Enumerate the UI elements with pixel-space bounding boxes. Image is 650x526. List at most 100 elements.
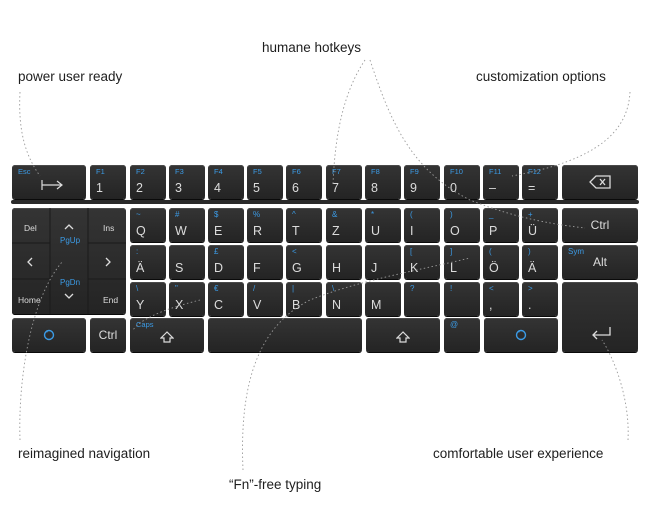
key-row4-4-main-label: B [292, 298, 301, 312]
key-row4-7-secondary-label: ? [410, 284, 415, 293]
key-row2-0[interactable]: ~Q [130, 208, 166, 242]
key-row2-10-main-label: Ü [528, 224, 538, 238]
key-row3-0-main-label: Ä [136, 261, 145, 275]
leader-customization [511, 91, 631, 177]
key-row2-3[interactable]: %R [247, 208, 283, 242]
key-row3-6[interactable]: J [365, 245, 401, 279]
key-row4-3-main-label: V [253, 298, 262, 312]
key-row3-4-main-label: G [292, 261, 302, 275]
key-row4-0-secondary-label: \ [136, 284, 139, 293]
key-row3-4[interactable]: <G [286, 245, 322, 279]
key-esc-fn-label: Esc [18, 167, 31, 176]
key-row4-0[interactable]: \Y [130, 282, 166, 316]
key-row2-2[interactable]: $E [208, 208, 244, 242]
key-row3-7[interactable]: [K [404, 245, 440, 279]
key-row4-1-secondary-label: " [175, 284, 178, 293]
key-row2-9[interactable]: _P [483, 208, 519, 242]
key-row3-10[interactable]: )Ä [522, 245, 558, 279]
key-row2-7-main-label: I [410, 224, 414, 238]
key-row4-6[interactable]: M [365, 282, 401, 316]
shift-left-key[interactable]: Caps [130, 318, 204, 352]
key-row3-10-secondary-label: ) [528, 247, 531, 256]
space-key[interactable] [208, 318, 362, 352]
key-row4-10[interactable]: >. [522, 282, 558, 316]
ctrl-left-key[interactable]: Ctrl [90, 318, 126, 352]
arrow-right-icon[interactable] [102, 256, 114, 268]
key-row3-7-main-label: K [410, 261, 419, 275]
key-f8-fn-label: F8 [371, 167, 380, 176]
key-row2-6-main-label: U [371, 224, 381, 238]
nav-dividers [12, 208, 126, 314]
key-f7-main-label: 7 [332, 181, 339, 195]
enter-icon [592, 327, 611, 340]
key-row3-5-main-label: H [332, 261, 342, 275]
key-row2-4[interactable]: ^T [286, 208, 322, 242]
key-row2-6[interactable]: *U [365, 208, 401, 242]
key-row4-4[interactable]: |B [286, 282, 322, 316]
key-row4-6-main-label: M [371, 298, 382, 312]
key-row3-5[interactable]: H [326, 245, 362, 279]
enter-key[interactable] [562, 282, 638, 352]
key-row4-10-secondary-label: > [528, 284, 533, 293]
arrow-up-icon[interactable] [63, 221, 75, 233]
key-row4-2[interactable]: €C [208, 282, 244, 316]
key-row2-7-secondary-label: ( [410, 210, 413, 219]
key-row3-2[interactable]: £D [208, 245, 244, 279]
key-row2-5[interactable]: &Z [326, 208, 362, 242]
key-row4-2-secondary-label: € [214, 284, 219, 293]
backspace-key[interactable] [562, 165, 638, 199]
key-row4-7[interactable]: ? [404, 282, 440, 316]
key-row2-8[interactable]: )O [444, 208, 480, 242]
key-row3-2-secondary-label: £ [214, 247, 219, 256]
key-row4-9-main-label: , [489, 298, 493, 312]
arrow-down-icon[interactable] [63, 290, 75, 302]
key-row2-1[interactable]: #W [169, 208, 205, 242]
key-f12-main-label: = [528, 181, 536, 195]
launcher-right-key[interactable] [484, 318, 558, 352]
alt-key[interactable]: Sym Alt [562, 245, 638, 279]
key-row2-5-secondary-label: & [332, 210, 338, 219]
shift-right-key[interactable] [366, 318, 440, 352]
key-row2-7[interactable]: (I [404, 208, 440, 242]
key-row2-1-secondary-label: # [175, 210, 180, 219]
shift-left-icon [160, 331, 174, 343]
key-esc[interactable]: Esc [12, 165, 86, 199]
key-row4-9[interactable]: <, [483, 282, 519, 316]
key-row3-3[interactable]: F [247, 245, 283, 279]
sym-label: Sym [568, 247, 584, 256]
ctrl-right-key[interactable]: Ctrl [562, 208, 638, 242]
key-row4-9-secondary-label: < [489, 284, 494, 293]
key-row3-9-main-label: Ö [489, 261, 499, 275]
key-f6-fn-label: F6 [292, 167, 301, 176]
ctrl-left-label: Ctrl [98, 328, 118, 342]
key-row4-5-main-label: N [332, 298, 342, 312]
key-row3-8[interactable]: ]L [444, 245, 480, 279]
key-row4-1[interactable]: "X [169, 282, 205, 316]
navigation-cluster[interactable]: Del Ins Home End PgUp PgDn [12, 208, 126, 314]
key-f12[interactable]: F12= [522, 165, 558, 199]
key-row4-3[interactable]: /V [247, 282, 283, 316]
key-row2-10[interactable]: +Ü [522, 208, 558, 242]
key-row3-3-main-label: F [253, 261, 261, 275]
at-key[interactable]: @ [444, 318, 480, 352]
key-f11[interactable]: F11– [483, 165, 519, 199]
key-f10-fn-label: F10 [450, 167, 463, 176]
key-row3-1[interactable]: S [169, 245, 205, 279]
key-row4-8[interactable]: ! [444, 282, 480, 316]
key-f4-fn-label: F4 [214, 167, 223, 176]
key-row3-9[interactable]: (Ö [483, 245, 519, 279]
key-row4-5[interactable]: \N [326, 282, 362, 316]
launcher-key[interactable] [12, 318, 86, 352]
key-row3-0[interactable]: :Ä [130, 245, 166, 279]
key-f5-main-label: 5 [253, 181, 260, 195]
